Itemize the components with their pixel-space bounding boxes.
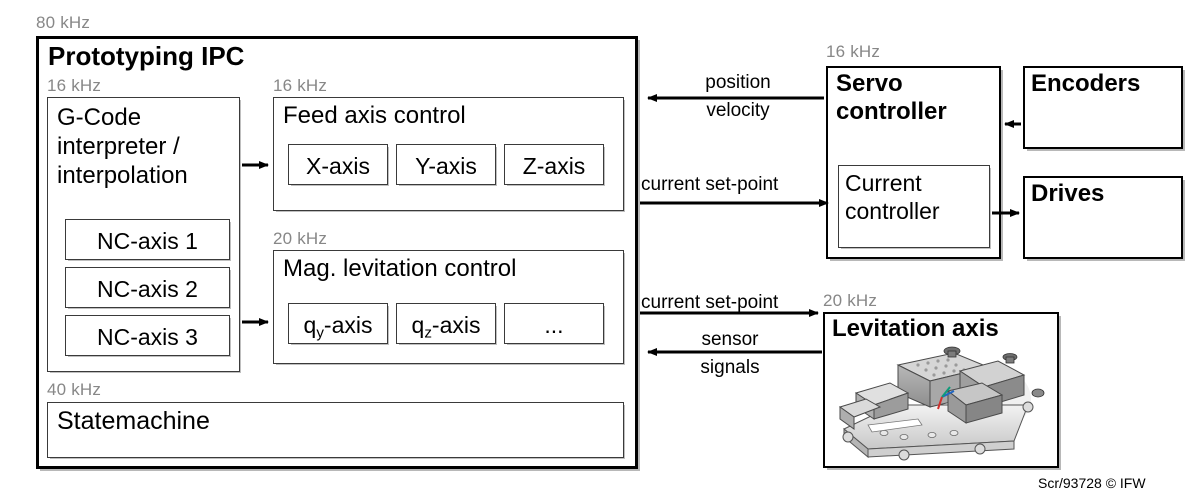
block-encoders — [1023, 66, 1183, 149]
block-z-axis: Z-axis — [504, 144, 604, 185]
block-qy-axis: qy-axis — [288, 303, 388, 344]
levitation-stage-image — [838, 346, 1045, 461]
qz-axis-base: q — [411, 312, 425, 338]
additional-axes-label: ... — [544, 312, 564, 338]
label-sensor: sensor — [701, 329, 759, 350]
qz-axis-label: qz-axis — [397, 312, 495, 341]
mag-levitation-title: Mag. levitation control — [283, 255, 517, 282]
statemachine-title: Statemachine — [57, 407, 210, 435]
label-current-set-point-levitation: current set-point — [641, 292, 779, 313]
label-signals: signals — [700, 357, 760, 378]
drives-title: Drives — [1031, 180, 1105, 207]
qy-axis-subscript: y — [316, 324, 324, 342]
label-current-set-point-servo: current set-point — [641, 174, 779, 195]
statemachine-frequency-label: 40 kHz — [47, 380, 102, 399]
qy-axis-label: qy-axis — [289, 312, 387, 341]
ipc-title: Prototyping IPC — [48, 41, 245, 71]
nc-axis-3-label: NC-axis 3 — [97, 324, 198, 350]
qz-axis-subscript: z — [424, 324, 432, 342]
ipc-frequency-label: 80 kHz — [36, 13, 91, 32]
label-velocity: velocity — [706, 100, 770, 121]
servo-controller-title: Servo controller — [836, 70, 947, 125]
block-current-controller — [838, 165, 990, 248]
z-axis-label: Z-axis — [522, 153, 586, 179]
block-y-axis: Y-axis — [396, 144, 496, 185]
qy-axis-rest: -axis — [323, 312, 373, 338]
x-axis-label: X-axis — [306, 153, 370, 179]
nc-axis-2-label: NC-axis 2 — [97, 276, 198, 302]
feed-axis-title: Feed axis control — [283, 102, 466, 129]
current-controller-title: Current controller — [845, 170, 940, 224]
block-qz-axis: qz-axis — [396, 303, 496, 344]
block-additional-axes: ... — [504, 303, 604, 344]
block-nc-axis-1: NC-axis 1 — [65, 219, 230, 260]
encoders-title: Encoders — [1031, 70, 1141, 97]
label-position: position — [705, 72, 771, 93]
servo-frequency-label: 16 kHz — [826, 42, 881, 61]
block-statemachine — [47, 402, 624, 458]
block-drives — [1023, 176, 1183, 259]
block-nc-axis-2: NC-axis 2 — [65, 267, 230, 308]
y-axis-label: Y-axis — [415, 153, 477, 179]
qz-axis-rest: -axis — [431, 312, 481, 338]
block-nc-axis-3: NC-axis 3 — [65, 315, 230, 356]
feed-axis-frequency-label: 16 kHz — [273, 76, 328, 95]
levitation-frequency-label: 20 kHz — [823, 291, 878, 310]
mag-levitation-frequency-label: 20 kHz — [273, 229, 328, 248]
source-caption: Scr/93728 © IFW — [1038, 475, 1146, 491]
gcode-title: G-Code interpreter / interpolation — [57, 104, 188, 189]
block-x-axis: X-axis — [288, 144, 388, 185]
nc-axis-1-label: NC-axis 1 — [97, 228, 198, 254]
qy-axis-base: q — [303, 312, 317, 338]
levitation-axis-title: Levitation axis — [832, 315, 999, 342]
gcode-frequency-label: 16 kHz — [47, 76, 102, 95]
